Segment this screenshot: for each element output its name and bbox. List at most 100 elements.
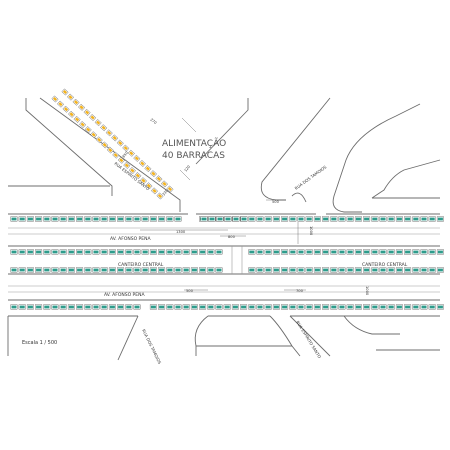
title-line-2: 40 BARRACAS <box>162 151 225 161</box>
teal-stall-icon <box>199 304 207 310</box>
teal-stall-icon <box>182 249 190 255</box>
teal-stall-icon <box>149 249 157 255</box>
teal-stall-icon <box>76 216 84 222</box>
teal-stall-icon <box>248 304 256 310</box>
teal-stall-icon <box>371 267 379 273</box>
food-stall-icon <box>79 121 87 128</box>
teal-stall-icon <box>141 249 149 255</box>
teal-stall-icon <box>59 216 67 222</box>
teal-stall-icon <box>379 267 387 273</box>
teal-stall-icon <box>43 267 51 273</box>
teal-stall-icon <box>412 267 420 273</box>
teal-stall-icon <box>67 216 75 222</box>
teal-stall-icon <box>305 304 313 310</box>
teal-stall-icon <box>289 249 297 255</box>
teal-stall-icon <box>207 267 215 273</box>
teal-stall-icon <box>84 304 92 310</box>
food-stall-icon <box>123 161 131 169</box>
teal-stall-icon <box>67 304 75 310</box>
food-stall-icon <box>106 146 114 154</box>
food-stall-icon <box>62 105 70 113</box>
teal-stall-icon <box>404 304 412 310</box>
dim-120-label: 120 <box>184 164 192 172</box>
teal-stall-icon <box>100 267 108 273</box>
teal-stall-icon <box>404 249 412 255</box>
teal-stall-icon <box>207 249 215 255</box>
teal-stall-icon <box>346 267 354 273</box>
food-stall-group <box>51 88 174 200</box>
teal-stall-icon <box>338 216 346 222</box>
street-tamoios-bottom: RUA DOS TAMOIOS <box>141 328 162 365</box>
teal-stall-icon <box>272 216 280 222</box>
teal-stall-icon <box>387 216 395 222</box>
food-stall-icon <box>128 167 136 174</box>
teal-stall-icon <box>428 267 436 273</box>
teal-stall-group <box>10 216 444 310</box>
teal-stall-icon <box>387 267 395 273</box>
teal-stall-icon <box>10 267 18 273</box>
teal-stall-icon <box>330 267 338 273</box>
teal-stall-icon <box>67 267 75 273</box>
teal-stall-icon <box>371 216 379 222</box>
food-stall-icon <box>84 126 92 134</box>
teal-stall-icon <box>92 267 100 273</box>
teal-stall-icon <box>100 249 108 255</box>
teal-stall-icon <box>108 304 116 310</box>
dim-500-bottom-label: 500 <box>186 289 194 293</box>
teal-stall-icon <box>232 216 240 222</box>
teal-stall-icon <box>354 267 362 273</box>
teal-stall-icon <box>174 304 182 310</box>
teal-stall-icon <box>346 249 354 255</box>
teal-stall-icon <box>76 249 84 255</box>
teal-stall-icon <box>141 267 149 273</box>
teal-stall-icon <box>256 216 264 222</box>
dimension-lines <box>140 117 306 291</box>
teal-stall-icon <box>216 216 224 222</box>
teal-stall-icon <box>158 304 166 310</box>
teal-stall-icon <box>108 267 116 273</box>
teal-stall-icon <box>182 304 190 310</box>
teal-stall-icon <box>51 249 59 255</box>
teal-stall-icon <box>297 249 305 255</box>
teal-stall-icon <box>428 304 436 310</box>
teal-stall-icon <box>322 267 330 273</box>
teal-stall-icon <box>117 216 125 222</box>
teal-stall-icon <box>35 304 43 310</box>
teal-stall-icon <box>208 216 216 222</box>
teal-stall-icon <box>35 249 43 255</box>
teal-stall-icon <box>297 267 305 273</box>
teal-stall-icon <box>166 249 174 255</box>
teal-stall-icon <box>166 216 174 222</box>
teal-stall-icon <box>387 304 395 310</box>
teal-stall-icon <box>166 267 174 273</box>
teal-stall-icon <box>190 249 198 255</box>
food-stall-icon <box>72 98 80 106</box>
teal-stall-icon <box>240 304 248 310</box>
teal-stall-icon <box>395 216 403 222</box>
teal-stall-icon <box>26 216 34 222</box>
teal-stall-icon <box>330 249 338 255</box>
teal-stall-icon <box>264 267 272 273</box>
teal-stall-icon <box>43 304 51 310</box>
dim-700-label: 700 <box>296 289 304 293</box>
teal-stall-icon <box>108 249 116 255</box>
teal-stall-icon <box>338 249 346 255</box>
teal-stall-icon <box>215 304 223 310</box>
food-stall-icon <box>139 177 147 185</box>
teal-stall-icon <box>26 267 34 273</box>
food-stall-icon <box>166 185 174 193</box>
dim-330-label: 330 <box>162 188 170 196</box>
teal-stall-icon <box>371 304 379 310</box>
teal-stall-icon <box>379 304 387 310</box>
teal-stall-icon <box>76 304 84 310</box>
food-stall-icon <box>57 100 64 108</box>
teal-stall-icon <box>346 304 354 310</box>
teal-stall-icon <box>200 216 208 222</box>
teal-stall-icon <box>182 267 190 273</box>
teal-stall-icon <box>371 249 379 255</box>
teal-stall-icon <box>322 216 330 222</box>
food-stall-icon <box>67 93 74 101</box>
teal-stall-icon <box>436 216 444 222</box>
food-stall-icon <box>155 175 163 183</box>
teal-stall-icon <box>281 267 289 273</box>
